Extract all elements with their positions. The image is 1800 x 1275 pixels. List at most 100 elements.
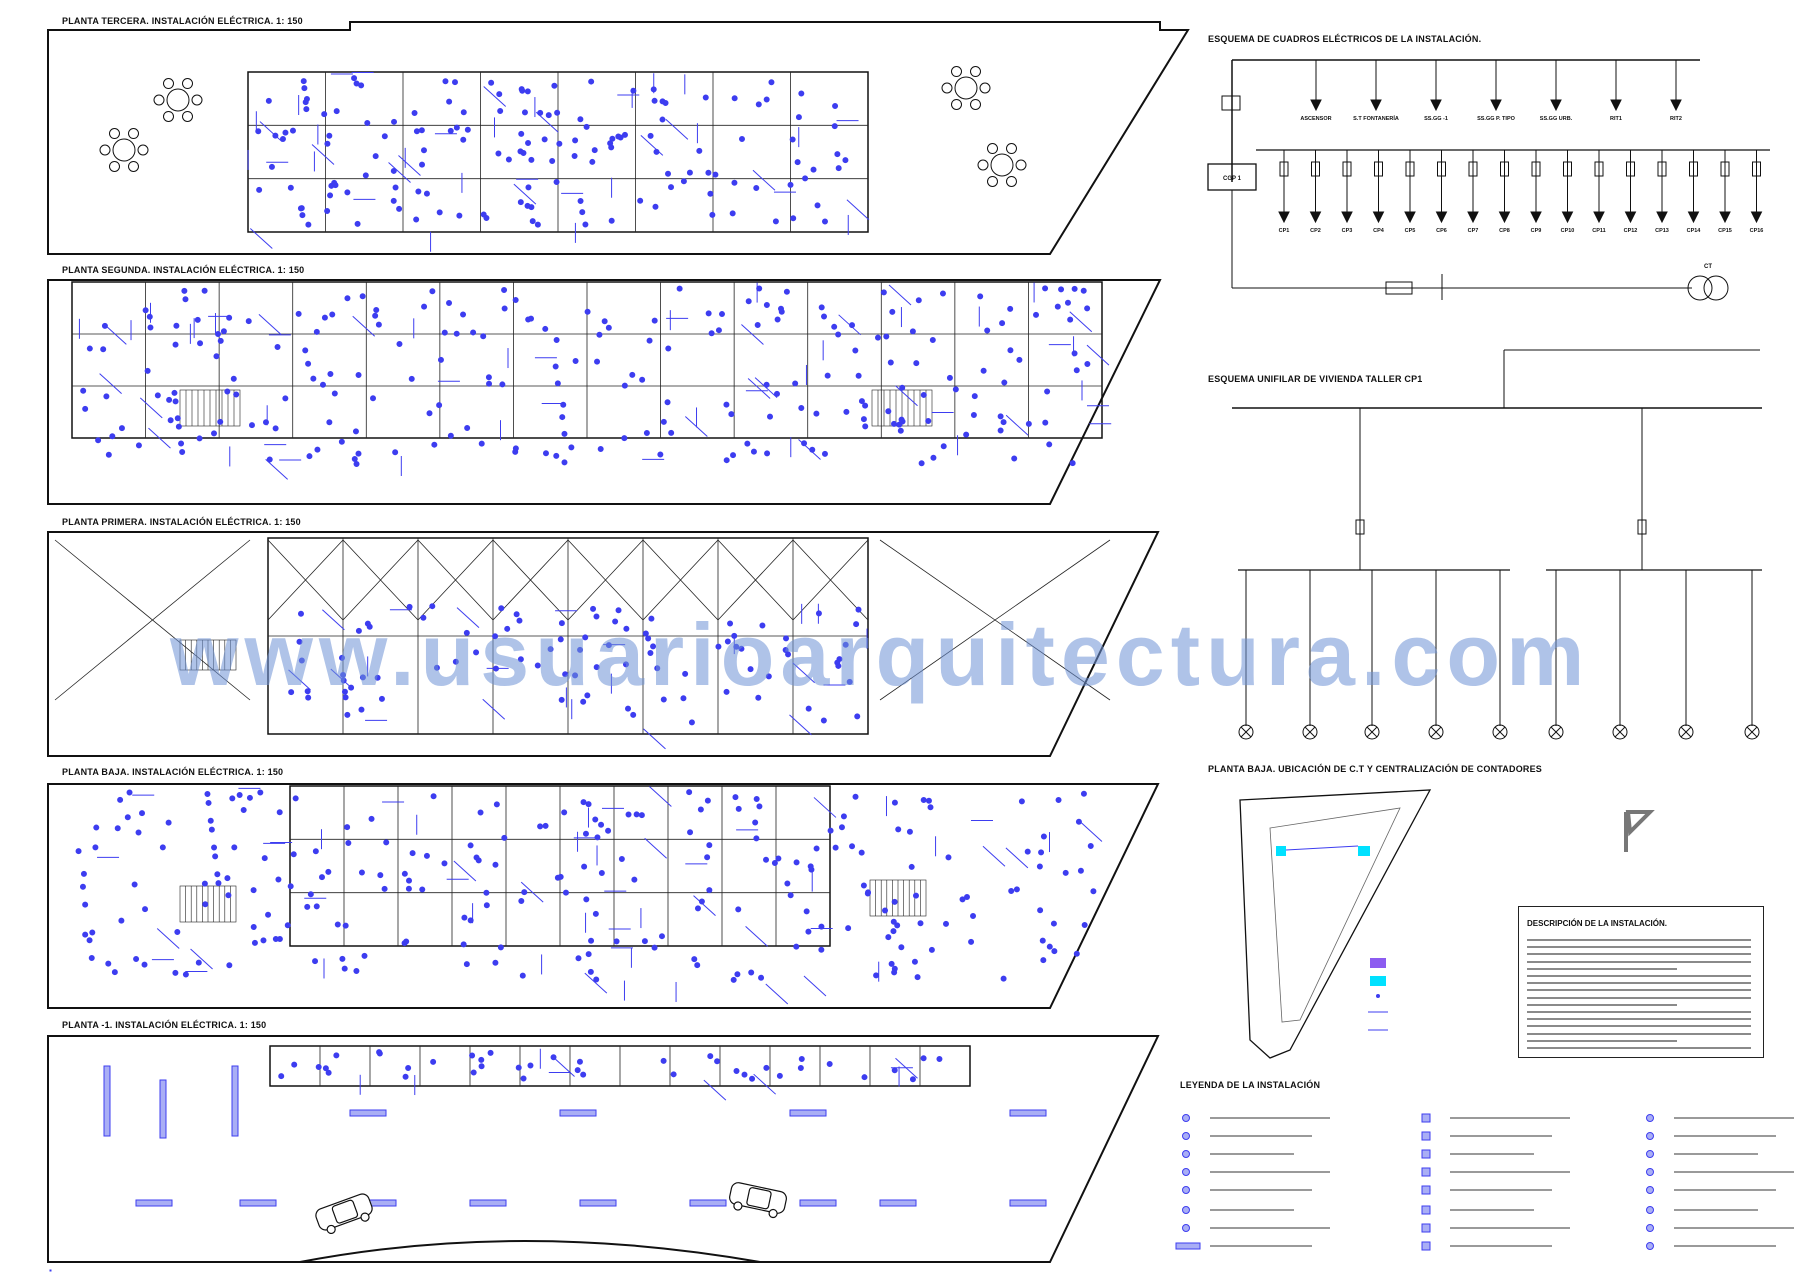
light-fixture xyxy=(207,817,214,824)
fluorescent-tube xyxy=(231,1065,239,1137)
light-fixture xyxy=(1033,311,1040,318)
light-fixture xyxy=(159,844,166,851)
light-fixture xyxy=(706,842,713,849)
light-fixture xyxy=(408,375,415,382)
light-fixture xyxy=(764,450,771,457)
light-fixture xyxy=(403,938,410,945)
panel-arrow xyxy=(1593,211,1605,224)
legend-text-line xyxy=(1450,1135,1552,1137)
light-fixture xyxy=(727,620,734,627)
light-fixture xyxy=(906,828,913,835)
light-fixture xyxy=(686,789,693,796)
light-fixture xyxy=(497,108,504,115)
round-table xyxy=(977,143,1027,187)
description-text-line xyxy=(1527,1039,1677,1042)
light-fixture xyxy=(497,944,504,951)
light-fixture xyxy=(133,955,140,962)
light-fixture xyxy=(908,863,915,870)
chair xyxy=(128,128,139,140)
light-fixture xyxy=(372,312,379,319)
light-fixture xyxy=(521,889,528,896)
wiring xyxy=(792,662,816,684)
light-fixture xyxy=(723,688,730,695)
panel-arrow xyxy=(1372,211,1385,224)
light-fixture xyxy=(517,656,524,663)
light-fixture xyxy=(625,811,632,818)
light-fixture xyxy=(782,647,789,654)
light-fixture xyxy=(182,296,189,303)
light-fixture xyxy=(1080,790,1087,797)
light-fixture xyxy=(630,711,637,718)
light-fixture xyxy=(920,1055,927,1062)
circuit-load xyxy=(1678,724,1694,740)
partitions-sotano xyxy=(319,1046,921,1086)
fluorescent-tube xyxy=(349,1109,387,1117)
light-fixture xyxy=(333,108,340,115)
partitions-tercera xyxy=(248,72,868,232)
light-fixture xyxy=(396,205,403,212)
light-fixture xyxy=(402,1073,409,1080)
light-fixture xyxy=(441,329,448,336)
light-fixture xyxy=(652,203,659,210)
feeder-arrow xyxy=(1610,99,1622,112)
description-text-line xyxy=(1527,982,1751,985)
light-fixture xyxy=(1073,950,1080,957)
light-fixture xyxy=(265,97,272,104)
light-fixture xyxy=(554,874,561,881)
wiring xyxy=(754,377,778,398)
light-fixture xyxy=(549,157,556,164)
legend-symbol xyxy=(1646,1206,1654,1214)
light-fixture xyxy=(707,190,714,197)
legend-symbol xyxy=(1421,1113,1431,1123)
legend-text-line xyxy=(1450,1245,1552,1247)
feeder-arrow xyxy=(1670,99,1682,112)
light-fixture xyxy=(576,1058,583,1065)
wiring xyxy=(258,314,282,335)
light-fixture xyxy=(818,946,825,953)
description-text-line xyxy=(1527,1032,1751,1035)
light-fixture xyxy=(784,880,791,887)
chair xyxy=(163,110,174,122)
panel-label: CP2 xyxy=(1310,228,1321,234)
light-fixture xyxy=(111,969,118,976)
fluorescent-tubes xyxy=(49,1065,1047,1272)
wiring xyxy=(982,845,1006,867)
description-text-line xyxy=(1527,967,1677,970)
circuit-load xyxy=(1744,724,1760,740)
wiring xyxy=(1079,821,1103,842)
light-fixture xyxy=(344,711,351,718)
light-fixture xyxy=(646,337,653,344)
legend-symbol xyxy=(1182,1132,1190,1140)
light-fixture xyxy=(498,605,505,612)
light-fixture xyxy=(312,958,319,965)
light-fixture xyxy=(756,803,763,810)
light-fixture xyxy=(182,971,189,978)
light-fixture xyxy=(790,215,797,222)
panel-arrow xyxy=(1687,211,1700,224)
wiring xyxy=(888,284,912,306)
light-fixture xyxy=(217,337,224,344)
wiring xyxy=(753,1073,776,1095)
light-fixture xyxy=(287,883,294,890)
light-fixture xyxy=(366,623,373,630)
transformer-coil xyxy=(1703,275,1729,301)
panel-fuse xyxy=(1311,161,1320,177)
panel-fuse xyxy=(1374,161,1383,177)
light-fixture xyxy=(304,688,311,695)
wiring xyxy=(352,315,376,337)
light-fixture xyxy=(527,1062,534,1069)
legend-text-line xyxy=(1450,1153,1534,1155)
partitions-segunda xyxy=(72,282,1102,438)
wiring xyxy=(752,169,776,191)
chair xyxy=(109,160,120,172)
light-fixture xyxy=(596,331,603,338)
description-text-line xyxy=(1527,960,1751,963)
wiring xyxy=(747,378,771,399)
light-fixture xyxy=(460,941,467,948)
light-fixture xyxy=(917,920,924,927)
panel-label: CP15 xyxy=(1718,228,1732,234)
light-fixture xyxy=(702,94,709,101)
light-fixture xyxy=(621,435,628,442)
light-fixture xyxy=(339,955,346,962)
wiring xyxy=(288,669,311,691)
